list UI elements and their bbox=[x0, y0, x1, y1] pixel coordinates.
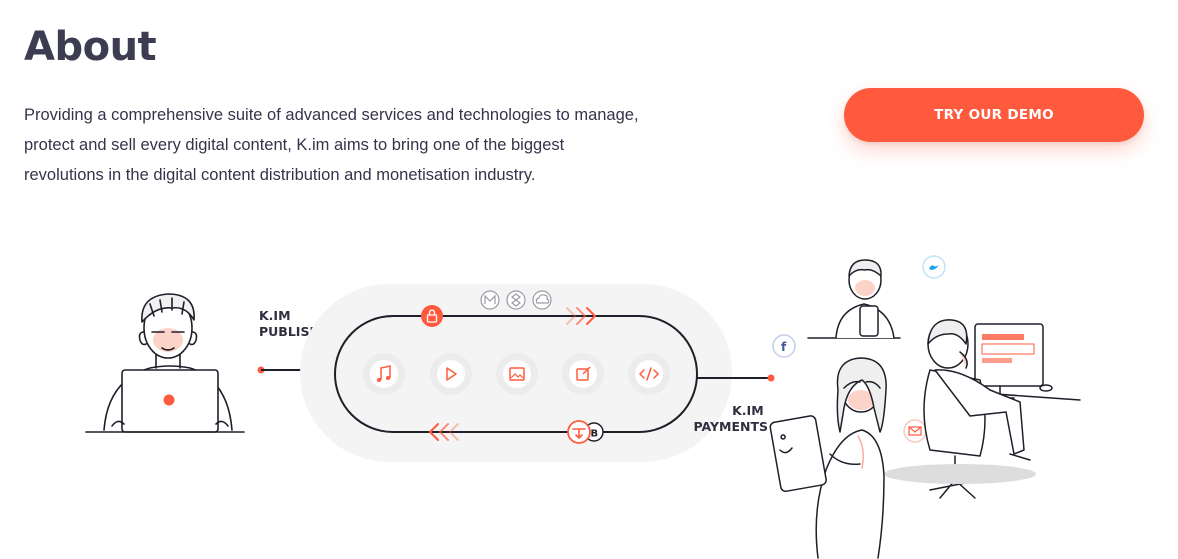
play-icon bbox=[430, 353, 472, 395]
forward-arrows-icon bbox=[566, 307, 597, 325]
twitter-icon bbox=[922, 255, 946, 279]
image-icon bbox=[496, 353, 538, 395]
facebook-icon: f bbox=[772, 334, 796, 358]
laptop-logo-dot bbox=[163, 394, 175, 406]
mail-icon bbox=[903, 419, 927, 443]
description-line: Providing a comprehensive suite of advan… bbox=[24, 106, 639, 124]
description-line: protect and sell every digital content, … bbox=[24, 136, 565, 154]
description-line: revolutions in the digital content distr… bbox=[24, 166, 536, 184]
dropbox-icon bbox=[506, 290, 526, 310]
desktop-user-illustration bbox=[923, 319, 1081, 499]
publisher-person-illustration bbox=[85, 293, 245, 433]
svg-text:B: B bbox=[591, 429, 599, 440]
desk-shadow bbox=[884, 464, 1036, 484]
try-demo-button[interactable]: TRY OUR DEMO bbox=[844, 88, 1144, 142]
kim-flow-illustration: K.IM PUBLISHING bbox=[85, 255, 1081, 559]
tablet-user-illustration bbox=[769, 357, 887, 559]
flow-loop bbox=[334, 315, 698, 433]
payments-connector bbox=[697, 374, 775, 382]
back-arrows-icon bbox=[428, 423, 459, 441]
lock-icon bbox=[421, 305, 443, 327]
svg-text:f: f bbox=[781, 340, 787, 354]
payment-coin-icon bbox=[567, 420, 591, 444]
cloud-icon bbox=[532, 290, 552, 310]
music-icon bbox=[363, 353, 405, 395]
gmail-icon bbox=[480, 290, 500, 310]
edit-icon bbox=[562, 353, 604, 395]
phone-user-illustration bbox=[807, 259, 901, 339]
about-description: Providing a comprehensive suite of advan… bbox=[24, 100, 724, 190]
top-service-icons bbox=[480, 290, 552, 310]
payments-label: K.IM PAYMENTS bbox=[693, 403, 768, 434]
content-icons bbox=[363, 353, 670, 395]
code-icon bbox=[628, 353, 670, 395]
page-title: About bbox=[24, 24, 157, 70]
